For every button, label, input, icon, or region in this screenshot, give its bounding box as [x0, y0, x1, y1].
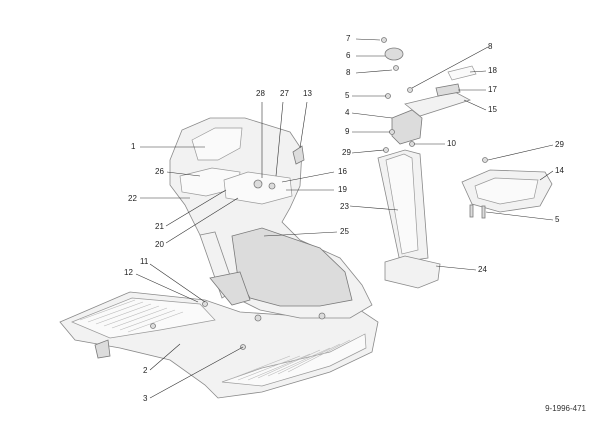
callout-4: 4 [345, 108, 350, 117]
callout-20: 20 [155, 240, 164, 249]
callout-5-lower: 5 [555, 215, 560, 224]
callout-8-left: 8 [346, 68, 351, 77]
callout-3: 3 [143, 394, 148, 403]
callout-28: 28 [256, 89, 265, 98]
callout-6: 6 [346, 51, 351, 60]
callout-1: 1 [131, 142, 136, 151]
callout-11: 11 [140, 257, 149, 266]
callout-22: 22 [128, 194, 137, 203]
callout-8-right: 8 [488, 42, 493, 51]
callout-21: 21 [155, 222, 164, 231]
callout-10: 10 [447, 139, 456, 148]
callout-17: 17 [488, 85, 497, 94]
leader-lines [135, 38, 554, 399]
callout-2: 2 [143, 366, 148, 375]
callout-5-upper: 5 [345, 91, 350, 100]
callout-25: 25 [340, 227, 349, 236]
callout-18: 18 [488, 66, 497, 75]
footrest-plate [59, 291, 379, 399]
callout-16: 16 [338, 167, 347, 176]
column-tube [377, 37, 477, 289]
callout-29-right: 29 [555, 140, 564, 149]
callout-29-left: 29 [342, 148, 351, 157]
callout-27: 27 [280, 89, 289, 98]
callout-13: 13 [303, 89, 312, 98]
side-bracket [461, 157, 553, 219]
callout-26: 26 [155, 167, 164, 176]
callout-14: 14 [555, 166, 564, 175]
callout-7: 7 [346, 34, 351, 43]
callout-9: 9 [345, 127, 350, 136]
callout-23: 23 [340, 202, 349, 211]
callout-15: 15 [488, 105, 497, 114]
callout-12: 12 [124, 268, 133, 277]
callout-19: 19 [338, 185, 347, 194]
hood-body [169, 117, 373, 319]
callout-24: 24 [478, 265, 487, 274]
drawing-number: 9-1996-471 [545, 404, 586, 413]
